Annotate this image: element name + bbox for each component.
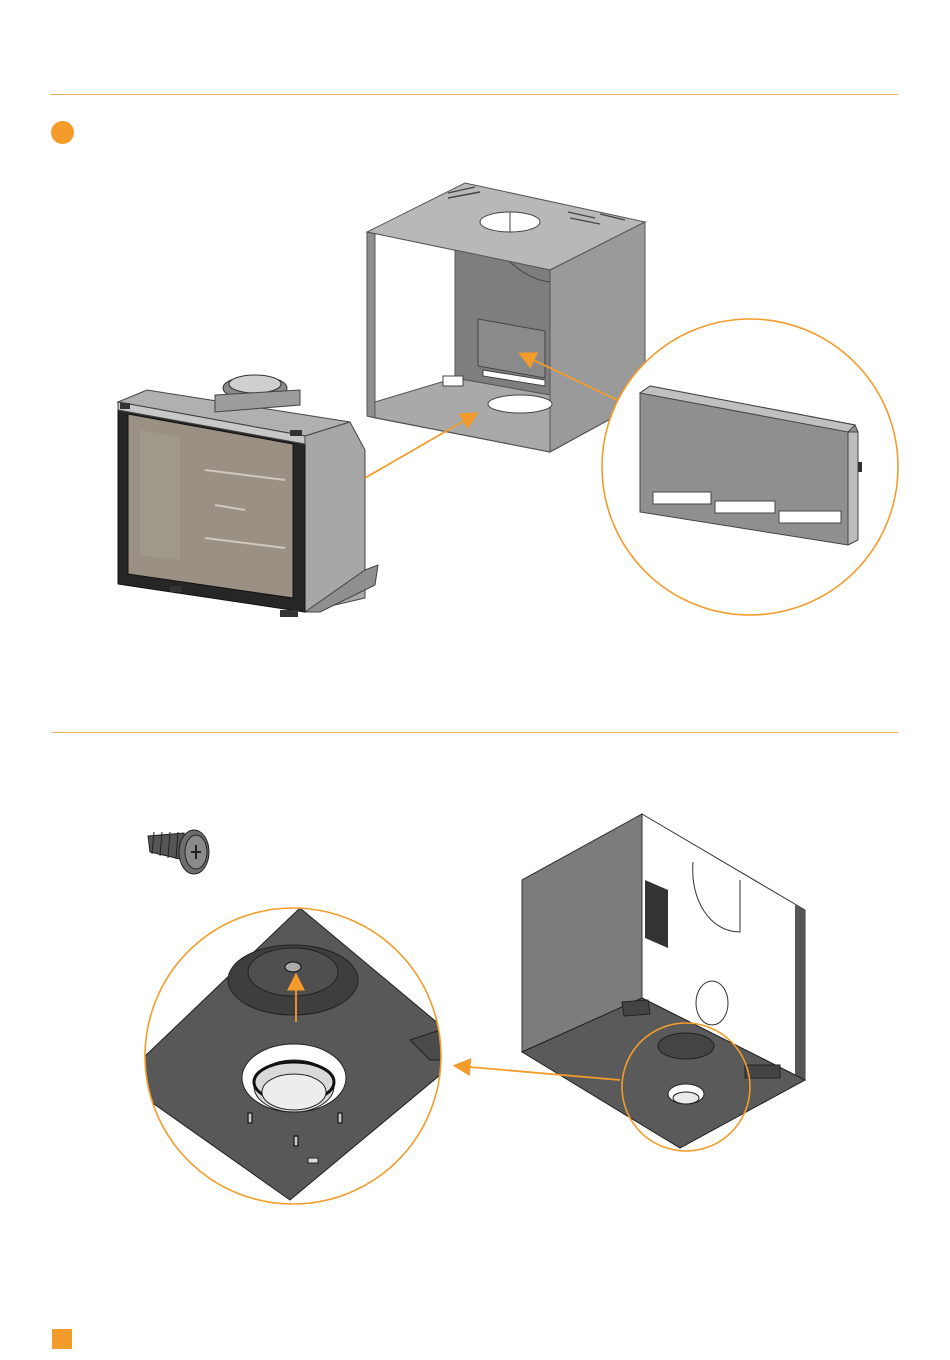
housing-box — [367, 183, 645, 452]
base-plate-zoom — [120, 908, 470, 1204]
screw-part — [148, 830, 209, 874]
stove-insert — [118, 375, 378, 617]
base-housing — [522, 814, 805, 1151]
deflector-panel-zoom — [602, 319, 898, 615]
